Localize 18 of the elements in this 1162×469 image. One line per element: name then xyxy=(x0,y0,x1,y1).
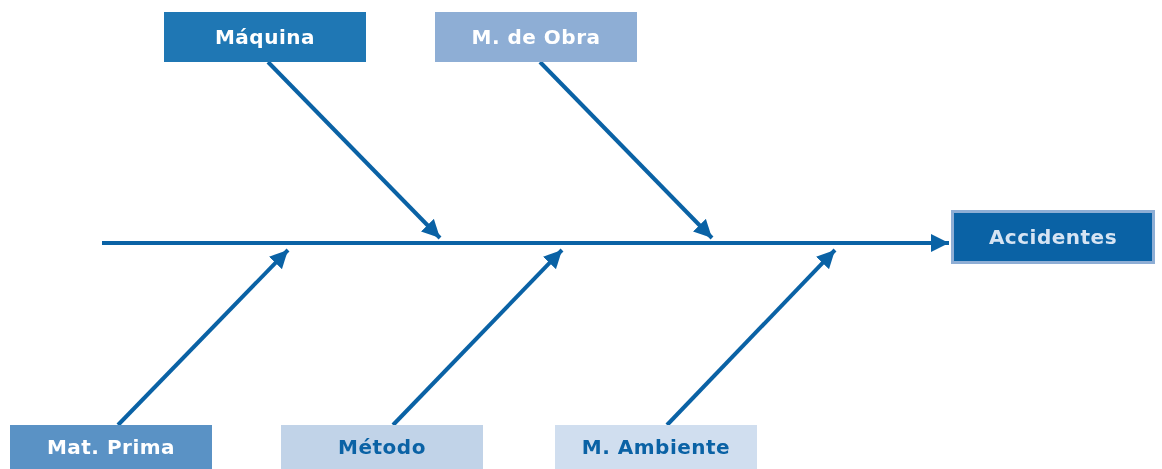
box-label: M. Ambiente xyxy=(581,434,731,461)
branch-arrow xyxy=(538,60,714,240)
box-label: Método xyxy=(338,434,426,461)
spine-arrow xyxy=(102,234,949,252)
box-label: Mat. Prima xyxy=(46,434,176,461)
category-box xyxy=(555,425,757,469)
box-label: Máquina xyxy=(214,24,315,51)
category-box xyxy=(281,425,483,469)
category-box xyxy=(951,210,1155,264)
box-label: Accidentes xyxy=(988,224,1118,251)
branch-arrow xyxy=(116,248,290,427)
category-box xyxy=(10,425,212,469)
branch-arrow xyxy=(266,60,442,240)
branch-arrow xyxy=(665,248,837,427)
box-label: M. de Obra xyxy=(471,24,601,51)
branch-arrow xyxy=(391,248,564,427)
category-box xyxy=(435,12,637,62)
category-box xyxy=(164,12,366,62)
